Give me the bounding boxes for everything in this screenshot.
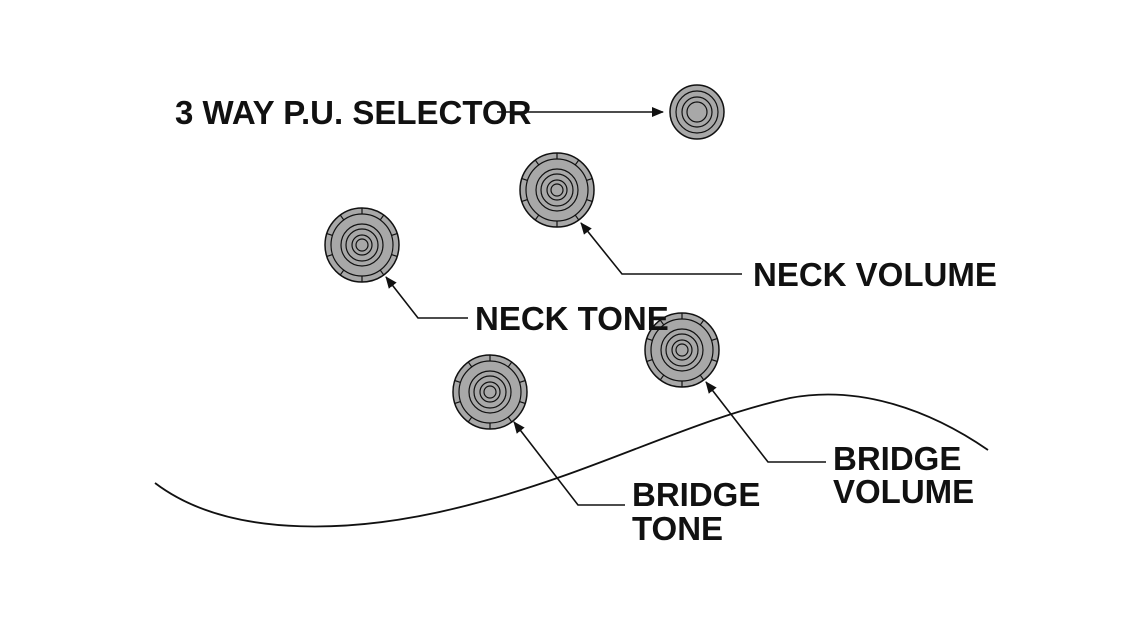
neck-tone-leader-arrow — [385, 276, 468, 319]
bridge-volume-label-line2: VOLUME — [833, 473, 974, 510]
neck-volume-label: NECK VOLUME — [753, 256, 997, 293]
neck-tone-label: NECK TONE — [475, 300, 669, 337]
neck-volume-knob-icon — [519, 152, 595, 228]
neck-volume-leader-arrow — [580, 222, 742, 275]
bridge-tone-label-line1: BRIDGE — [632, 476, 760, 513]
bridge-tone-label-line2: TONE — [632, 510, 723, 547]
bridge-volume-label-line1: BRIDGE — [833, 440, 961, 477]
bridge-tone-leader-arrow — [513, 421, 625, 506]
bridge-volume-leader-arrow — [705, 381, 826, 463]
selector-switch-icon — [669, 84, 725, 140]
bridge-tone-knob-icon — [452, 354, 528, 430]
selector-label: 3 WAY P.U. SELECTOR — [175, 94, 532, 131]
guitar-body-outline — [154, 393, 989, 528]
neck-tone-knob-icon — [324, 207, 400, 283]
